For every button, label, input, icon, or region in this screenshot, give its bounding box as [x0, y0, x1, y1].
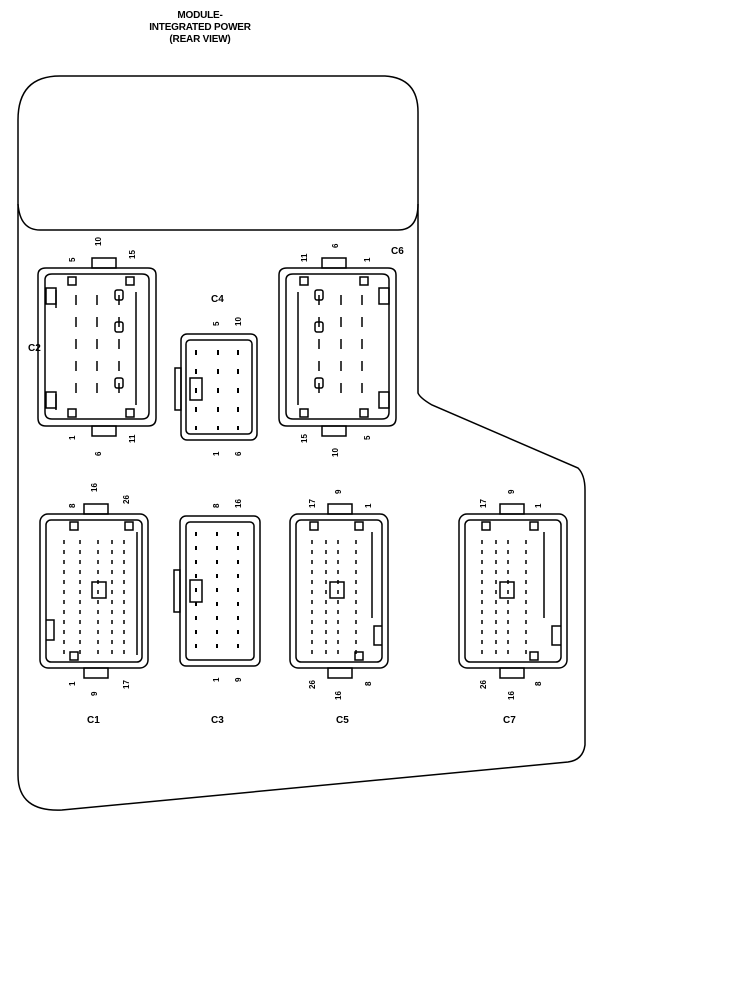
connector-c6: [278, 257, 397, 437]
c1-pin-label: 17: [122, 680, 131, 689]
c7-pin-label: 26: [479, 680, 488, 689]
c2-name: C2: [28, 343, 41, 354]
c6-pin-label: 10: [331, 448, 340, 457]
c4-pin-label: 6: [234, 451, 243, 456]
c5-pin-label: 16: [334, 691, 343, 700]
c2-pin-label: 5: [68, 257, 77, 262]
connector-c3: [173, 515, 261, 667]
c3-pin-label: 9: [234, 677, 243, 682]
c5-pin-label: 17: [308, 499, 317, 508]
c5-name: C5: [336, 715, 349, 726]
c7-pin-label: 17: [479, 499, 488, 508]
c2-pin-label: 1: [68, 435, 77, 440]
c5-pin-label: 1: [364, 503, 373, 508]
c7-name: C7: [503, 715, 516, 726]
c5-pin-label: 9: [334, 489, 343, 494]
c2-pin-label: 15: [128, 250, 137, 259]
c6-pin-label: 6: [331, 243, 340, 248]
c6-pin-label: 11: [300, 253, 309, 262]
connector-c7: [458, 503, 568, 679]
c4-pin-label: 5: [212, 321, 221, 326]
c6-pin-label: 5: [363, 435, 372, 440]
c2-pin-label: 10: [94, 237, 103, 246]
c4-name: C4: [211, 294, 224, 305]
c2-pin-label: 11: [128, 434, 137, 443]
c1-pin-label: 16: [90, 483, 99, 492]
c5-pin-label: 26: [308, 680, 317, 689]
connector-c1: [39, 503, 149, 679]
c5-pin-label: 8: [364, 681, 373, 686]
c3-pin-label: 8: [212, 503, 221, 508]
housing-top-cap: [17, 203, 419, 231]
c1-pin-label: 8: [68, 503, 77, 508]
c4-pin-label: 1: [212, 451, 221, 456]
c6-name: C6: [391, 246, 404, 257]
connector-c2: [37, 257, 157, 437]
c3-name: C3: [211, 715, 224, 726]
c6-pin-label: 1: [363, 257, 372, 262]
connector-c4: [174, 333, 258, 441]
c1-pin-label: 9: [90, 691, 99, 696]
connector-c5: [289, 503, 389, 679]
c6-pin-label: 15: [300, 434, 309, 443]
title-line-3: (REAR VIEW): [169, 34, 231, 45]
c7-pin-label: 9: [507, 489, 516, 494]
title-line-1: MODULE-: [177, 10, 223, 21]
c3-pin-label: 16: [234, 499, 243, 508]
c7-pin-label: 16: [507, 691, 516, 700]
c7-pin-label: 1: [534, 503, 543, 508]
title-line-2: INTEGRATED POWER: [149, 22, 251, 33]
c4-pin-label: 10: [234, 317, 243, 326]
c1-pin-label: 26: [122, 495, 131, 504]
c3-pin-label: 1: [212, 677, 221, 682]
c2-pin-label: 6: [94, 451, 103, 456]
c1-name: C1: [87, 715, 100, 726]
c1-pin-label: 1: [68, 681, 77, 686]
c7-pin-label: 8: [534, 681, 543, 686]
